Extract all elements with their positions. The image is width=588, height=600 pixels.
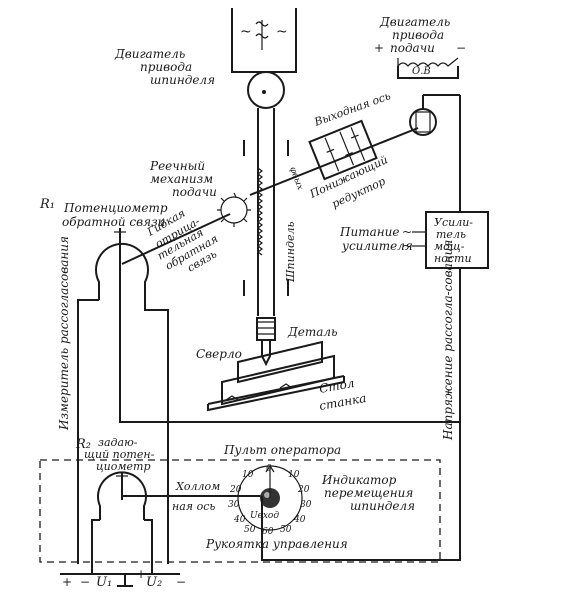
dial-num-30r: 30	[300, 500, 312, 510]
r1-label: R₁	[39, 197, 55, 212]
mismatch-voltage-label: Напряжение рассогла-сования	[441, 240, 455, 441]
handle-axis-label-1: Холлом	[175, 480, 220, 493]
dial-num-10r: 10	[288, 470, 300, 480]
term-plus-left: +	[62, 575, 72, 589]
table-label-1: Стол	[318, 376, 355, 396]
feedback-pot-label-1: Потенциометр	[63, 201, 168, 215]
part-label: Деталь	[287, 325, 338, 339]
control-handle-label: Рукоятка управления	[205, 537, 348, 551]
dial-num-10l: 10	[242, 470, 254, 480]
amp-supply-label-1: Питание	[339, 225, 399, 239]
setting-potentiometer	[91, 471, 262, 574]
u2-label: U₂	[146, 575, 162, 590]
setting-pot-label-1: задаю-	[98, 436, 138, 449]
amp-ac-1: ~	[402, 225, 412, 239]
operator-panel-label: Пульт оператора	[223, 443, 341, 457]
dial-num-40l: 40	[233, 515, 246, 525]
spindle-label: Шпиндель	[284, 222, 297, 283]
r1-right-wire	[144, 300, 169, 564]
dial-indicator	[237, 464, 303, 531]
spindle-column	[243, 108, 289, 316]
amplifier-box	[425, 211, 489, 269]
dial-num-20l: 20	[229, 485, 242, 495]
feedback-pot-label-2: обратной связи	[62, 215, 165, 229]
amplifier-label-4: ности	[434, 252, 472, 265]
handle-axis-label-2: ная ось	[172, 500, 215, 513]
feed-motor-label-3: подачи	[390, 41, 435, 55]
r2-label: R₂	[75, 437, 91, 452]
amplifier-label-1: Усили-	[434, 216, 473, 229]
mismatch-meter-label: Измеритель рассогласования	[57, 236, 71, 431]
term-plus-right: +	[136, 567, 146, 581]
setting-pot-label-3: циометр	[96, 460, 150, 473]
dial-num-30l: 30	[228, 500, 240, 510]
excitation-label: О.В	[412, 66, 431, 77]
dial-num-50r: 50	[280, 525, 292, 535]
spindle-motor-label-1: Двигатель	[114, 47, 185, 61]
rack-label-1: Реечный	[149, 159, 205, 173]
rack-label-2: механизм	[150, 172, 213, 186]
input-signal-wire	[261, 496, 461, 561]
term-minus-left: −	[80, 575, 90, 589]
indicator-label-2: перемещения	[324, 486, 413, 500]
feedback-potentiometer	[95, 213, 231, 318]
ac-symbol-left: ~	[240, 24, 252, 40]
spindle-motor-label-3: шпинделя	[150, 73, 215, 87]
feed-plus: +	[374, 41, 384, 55]
u1-label: U₁	[96, 575, 112, 590]
machine-table	[207, 340, 345, 412]
amplifier-label-3: мощ-	[434, 240, 465, 253]
dial-num-20r: 20	[297, 485, 310, 495]
indicator-label-1: Индикатор	[321, 473, 397, 487]
setting-pot-label-2: щий потен-	[84, 448, 155, 461]
output-shaft-label: Выходная ось	[312, 89, 393, 129]
dial-num-50l: 50	[244, 525, 256, 535]
rack-gear	[217, 192, 251, 227]
amplifier-label-2: тель	[436, 228, 466, 241]
indicator-label-3: шпинделя	[350, 499, 415, 513]
feed-motor	[409, 94, 461, 212]
spindle-motor-label-2: привода	[140, 60, 192, 74]
feed-minus: −	[456, 41, 466, 55]
r1-left-wire	[77, 299, 99, 564]
dial-num-40r: 40	[293, 515, 306, 525]
drill-chuck	[256, 317, 276, 367]
amp-supply-label-2: усилителя	[341, 239, 413, 253]
reducer	[308, 119, 378, 181]
spindle-motor: ~ ~	[231, 8, 297, 109]
drill-label: Сверло	[196, 347, 242, 361]
r1-wiper-wire	[119, 318, 460, 423]
output-shaft-line	[249, 127, 419, 196]
rack-label-3: подачи	[172, 185, 217, 199]
term-minus-right: −	[176, 575, 186, 589]
feed-motor-label-1: Двигатель	[379, 15, 450, 29]
dial-num-60: 60	[262, 527, 274, 537]
excitation-winding	[397, 57, 459, 79]
amp-ac-2: ~	[402, 239, 412, 253]
operator-panel-box	[39, 459, 441, 563]
ac-symbol-right: ~	[276, 24, 288, 40]
dial-num-0: 0	[266, 464, 272, 474]
u-in-label: Uвход	[250, 511, 279, 521]
feed-motor-label-2: привода	[392, 28, 444, 42]
